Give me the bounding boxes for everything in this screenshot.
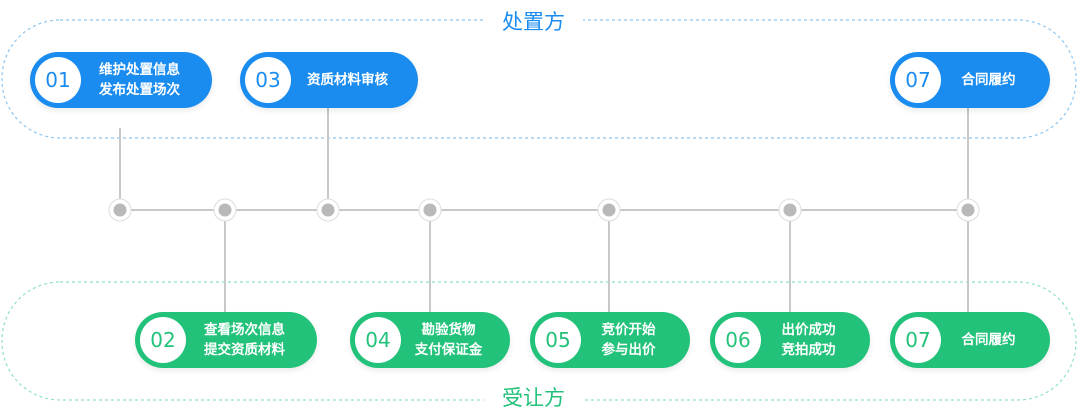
step-text: 竞价开始参与出价 [601, 322, 656, 358]
step-number: 05 [535, 317, 581, 363]
bottom-step-06: 06 出价成功竞拍成功 [710, 312, 870, 368]
step-number: 01 [35, 57, 81, 103]
top-region-border [1, 19, 1077, 139]
top-region-label: 处置方 [484, 7, 583, 37]
bottom-step-05: 05 竞价开始参与出价 [530, 312, 690, 368]
step-text: 资质材料审核 [307, 72, 388, 88]
timeline-node [113, 203, 127, 217]
timeline-node [961, 203, 975, 217]
step-number: 04 [355, 317, 401, 363]
step-number: 06 [715, 317, 761, 363]
timeline-node [218, 203, 232, 217]
timeline-node [783, 203, 797, 217]
step-text: 合同履约 [961, 72, 1016, 88]
step-number: 07 [895, 57, 941, 103]
step-number: 03 [245, 57, 291, 103]
step-text: 出价成功竞拍成功 [781, 322, 836, 358]
step-number: 02 [140, 317, 186, 363]
step-text: 查看场次信息提交资质材料 [204, 322, 285, 358]
timeline-node [423, 203, 437, 217]
timeline-node [602, 203, 616, 217]
top-step-03: 03 资质材料审核 [240, 52, 418, 108]
bottom-step-07: 07 合同履约 [890, 312, 1050, 368]
top-step-01: 01 维护处置信息发布处置场次 [30, 52, 212, 108]
bottom-step-04: 04 勘验货物支付保证金 [350, 312, 510, 368]
timeline-node [321, 203, 335, 217]
step-text: 维护处置信息发布处置场次 [99, 62, 180, 98]
step-text: 勘验货物支付保证金 [414, 322, 483, 358]
step-text: 合同履约 [961, 332, 1016, 348]
step-number: 07 [895, 317, 941, 363]
top-step-07: 07 合同履约 [890, 52, 1050, 108]
bottom-step-02: 02 查看场次信息提交资质材料 [135, 312, 317, 368]
bottom-region-label: 受让方 [484, 383, 583, 413]
